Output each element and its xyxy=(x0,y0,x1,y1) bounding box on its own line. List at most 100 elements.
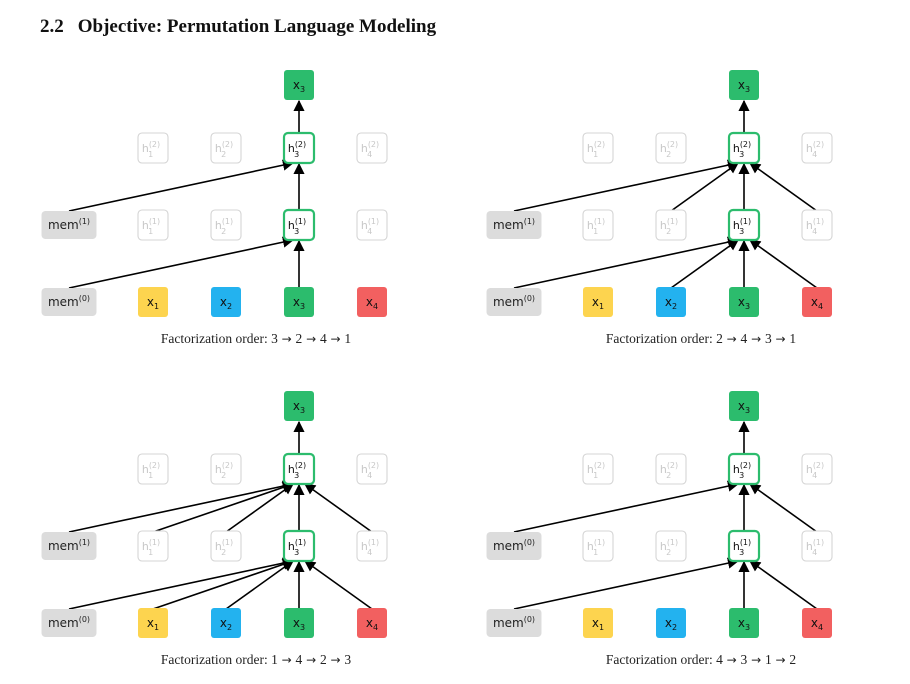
hidden-state-label: h(1)1 xyxy=(142,538,160,557)
hidden-state-label: h(2)3 xyxy=(288,140,306,159)
hidden-state-box xyxy=(282,208,316,242)
token-box xyxy=(583,287,613,317)
section-number: 2.2 xyxy=(40,16,64,37)
arrow-x-to-h1 xyxy=(749,239,818,289)
hidden-state-box xyxy=(210,209,242,241)
token-label: x1 xyxy=(147,295,159,311)
memory-box xyxy=(41,609,97,637)
token-label: x1 xyxy=(147,616,159,632)
hidden-state-box xyxy=(727,452,761,486)
memory-box xyxy=(486,532,542,560)
hidden-state-box xyxy=(356,453,388,485)
hidden-state-box xyxy=(582,132,614,164)
arrow-x-to-h1 xyxy=(225,560,294,610)
memory-label: mem(1) xyxy=(493,217,535,232)
arrow-mem-to-h2 xyxy=(68,480,295,533)
factorization-caption: Factorization order: 4 → 3 → 1 → 2 xyxy=(606,652,796,667)
hidden-state-box xyxy=(137,132,169,164)
token-label: x2 xyxy=(220,295,232,311)
memory-label: mem(0) xyxy=(48,294,90,309)
token-label: x4 xyxy=(811,616,823,632)
token-box xyxy=(729,287,759,317)
token-label: x4 xyxy=(811,295,823,311)
arrow-h1-to-h2 xyxy=(670,162,739,212)
memory-label: mem(0) xyxy=(493,294,535,309)
arrow-x-to-h1 xyxy=(152,558,295,610)
memory-box xyxy=(41,532,97,560)
hidden-state-label: h(1)2 xyxy=(215,217,233,236)
hidden-state-box xyxy=(582,530,614,562)
output-token-box xyxy=(729,70,759,100)
hidden-state-label: h(2)3 xyxy=(733,461,751,480)
memory-box xyxy=(486,288,542,316)
hidden-state-box xyxy=(582,453,614,485)
arrow-mem-to-h1 xyxy=(68,557,295,610)
arrow-h1-to-h2 xyxy=(152,481,295,533)
token-box xyxy=(729,608,759,638)
token-box xyxy=(211,287,241,317)
token-box xyxy=(802,608,832,638)
token-label: x3 xyxy=(293,295,305,311)
token-label: x3 xyxy=(293,616,305,632)
hidden-state-box xyxy=(655,209,687,241)
memory-label: mem(0) xyxy=(48,615,90,630)
hidden-state-box xyxy=(727,131,761,165)
hidden-state-box xyxy=(282,452,316,486)
hidden-state-box xyxy=(655,530,687,562)
arrow-h1-to-h2 xyxy=(225,483,294,533)
arrow-x-to-h1 xyxy=(304,560,373,610)
section-title: Objective: Permutation Language Modeling xyxy=(77,16,437,37)
token-box xyxy=(284,608,314,638)
token-box xyxy=(656,608,686,638)
hidden-state-label: h(1)2 xyxy=(660,217,678,236)
hidden-state-label: h(1)4 xyxy=(361,217,379,236)
arrow-mem-to-h1 xyxy=(68,236,295,289)
hidden-state-label: h(2)1 xyxy=(587,461,605,480)
output-token-label: x3 xyxy=(738,78,750,94)
token-box xyxy=(357,287,387,317)
token-label: x2 xyxy=(220,616,232,632)
token-label: x3 xyxy=(738,616,750,632)
token-box xyxy=(138,287,168,317)
token-box xyxy=(211,608,241,638)
hidden-state-box xyxy=(801,132,833,164)
memory-label: mem(1) xyxy=(48,217,90,232)
hidden-state-label: h(2)2 xyxy=(660,461,678,480)
hidden-state-label: h(2)3 xyxy=(733,140,751,159)
hidden-state-label: h(1)1 xyxy=(587,538,605,557)
hidden-state-label: h(1)3 xyxy=(733,217,751,236)
memory-box xyxy=(486,609,542,637)
factorization-caption: Factorization order: 3 → 2 → 4 → 1 xyxy=(161,331,351,346)
hidden-state-label: h(2)1 xyxy=(142,140,160,159)
hidden-state-label: h(1)4 xyxy=(806,217,824,236)
token-label: x1 xyxy=(592,295,604,311)
hidden-state-label: h(1)2 xyxy=(215,538,233,557)
memory-box xyxy=(486,211,542,239)
hidden-state-box xyxy=(582,209,614,241)
memory-box xyxy=(41,211,97,239)
arrow-h1-to-h2 xyxy=(304,483,373,533)
hidden-state-label: h(2)3 xyxy=(288,461,306,480)
arrow-mem-to-h1 xyxy=(513,236,740,289)
memory-label: mem(1) xyxy=(48,538,90,553)
hidden-state-box xyxy=(137,530,169,562)
hidden-state-label: h(2)2 xyxy=(215,140,233,159)
hidden-state-box xyxy=(655,453,687,485)
hidden-state-box xyxy=(356,132,388,164)
hidden-state-box xyxy=(356,209,388,241)
hidden-state-label: h(1)4 xyxy=(806,538,824,557)
token-label: x1 xyxy=(592,616,604,632)
hidden-state-label: h(2)4 xyxy=(361,140,379,159)
arrow-mem-to-h2 xyxy=(513,480,740,533)
hidden-state-box xyxy=(210,453,242,485)
token-box xyxy=(583,608,613,638)
memory-label: mem(0) xyxy=(493,615,535,630)
token-label: x2 xyxy=(665,616,677,632)
memory-box xyxy=(41,288,97,316)
hidden-state-box xyxy=(655,132,687,164)
hidden-state-label: h(1)1 xyxy=(142,217,160,236)
memory-label: mem(0) xyxy=(493,538,535,553)
hidden-state-box xyxy=(801,453,833,485)
